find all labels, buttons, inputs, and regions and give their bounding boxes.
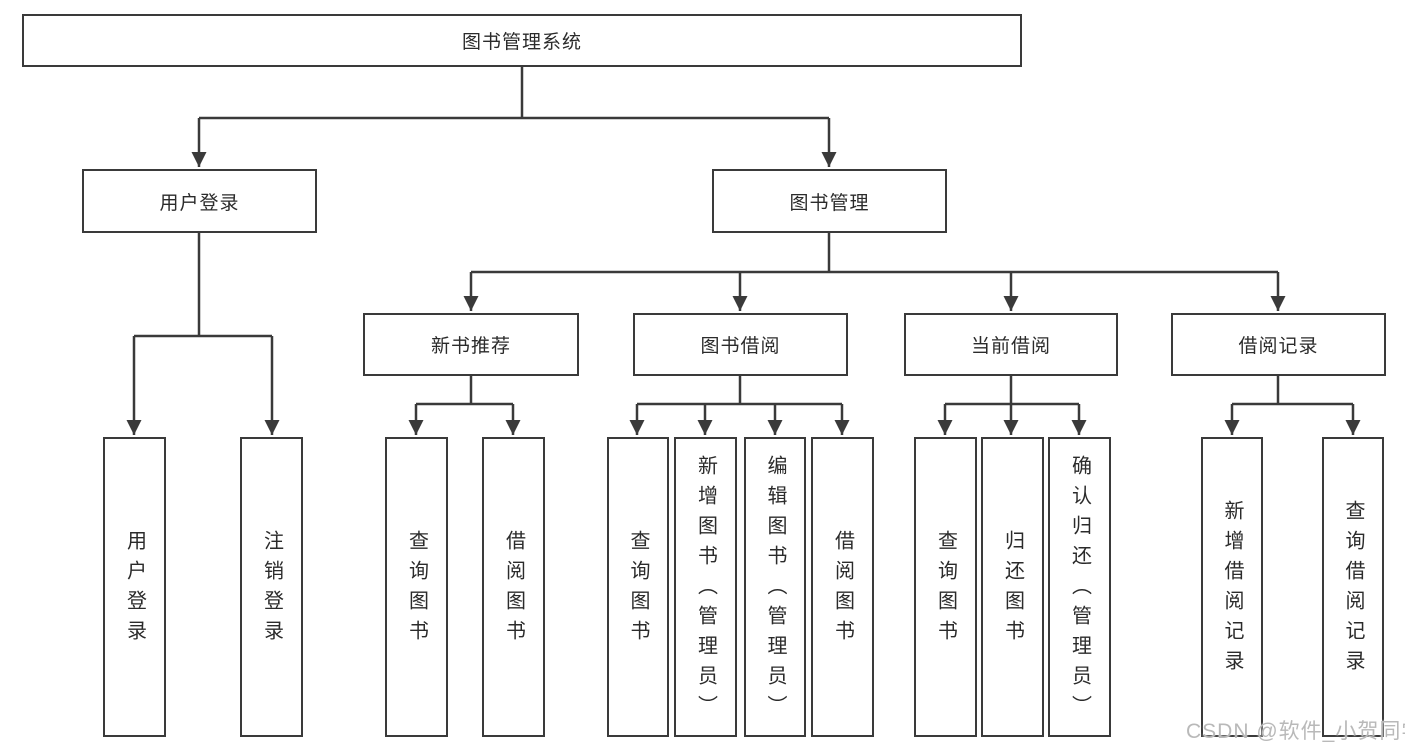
leaf-current-confirm-return-admin: 确认归还（管理员） bbox=[1048, 437, 1111, 737]
leaf-newrec-borrow-books: 借阅图书 bbox=[482, 437, 545, 737]
leaf-borrowing-add-books-admin: 新增图书（管理员） bbox=[674, 437, 737, 737]
node-book-management: 图书管理 bbox=[712, 169, 947, 233]
node-user-login: 用户登录 bbox=[82, 169, 317, 233]
leaf-current-return-books: 归还图书 bbox=[981, 437, 1044, 737]
node-root: 图书管理系统 bbox=[22, 14, 1022, 67]
leaf-logout-login: 注销登录 bbox=[240, 437, 303, 737]
leaf-user-login: 用户登录 bbox=[103, 437, 166, 737]
leaf-borrowing-edit-books-admin: 编辑图书（管理员） bbox=[744, 437, 806, 737]
leaf-current-query-books: 查询图书 bbox=[914, 437, 977, 737]
leaf-borrowing-query-books: 查询图书 bbox=[607, 437, 669, 737]
leaf-records-add-borrow-record: 新增借阅记录 bbox=[1201, 437, 1263, 737]
node-book-borrowing: 图书借阅 bbox=[633, 313, 848, 376]
watermark: CSDN @软件_小贺同学 bbox=[1186, 720, 1405, 743]
node-new-book-recommend: 新书推荐 bbox=[363, 313, 579, 376]
leaf-newrec-query-books: 查询图书 bbox=[385, 437, 448, 737]
node-current-borrowing: 当前借阅 bbox=[904, 313, 1118, 376]
leaf-borrowing-borrow-books: 借阅图书 bbox=[811, 437, 874, 737]
node-borrow-records: 借阅记录 bbox=[1171, 313, 1386, 376]
leaf-records-query-borrow-record: 查询借阅记录 bbox=[1322, 437, 1384, 737]
